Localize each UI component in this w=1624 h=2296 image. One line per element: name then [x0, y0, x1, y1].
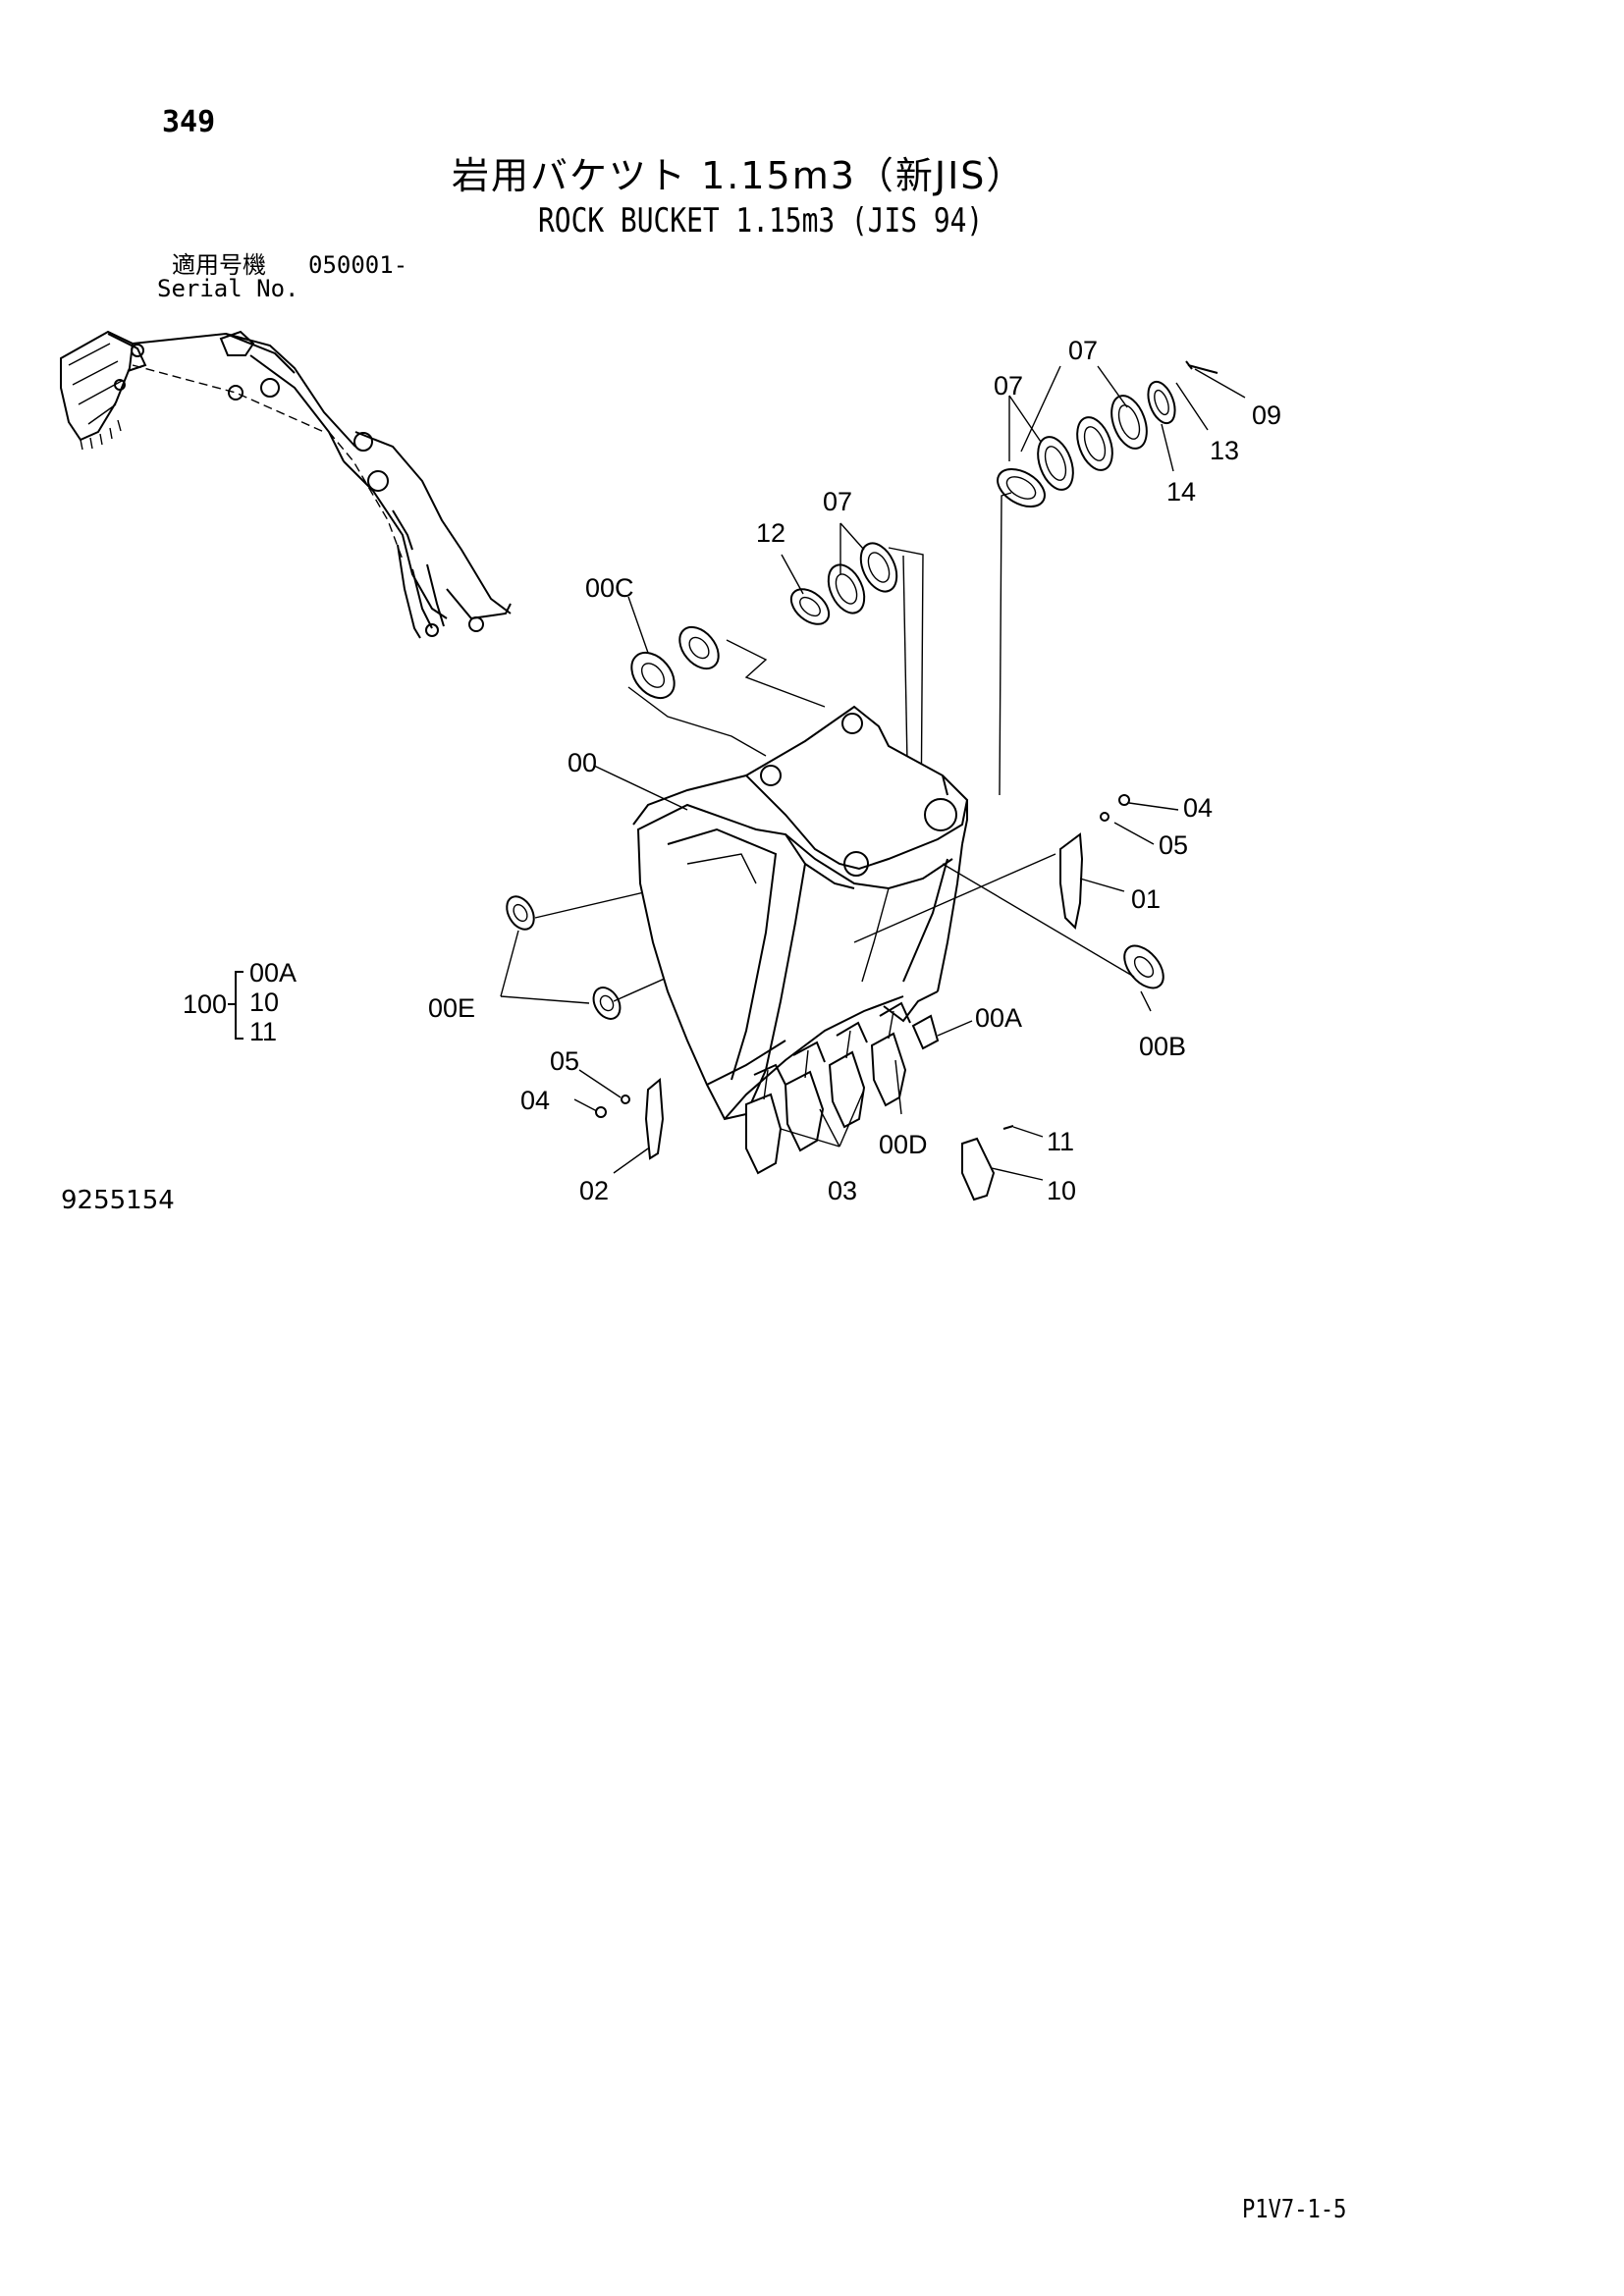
page-code: P1V7-1-5 — [1242, 2195, 1347, 2224]
callout-label: 02 — [579, 1176, 609, 1205]
callout-label: 00E — [428, 993, 475, 1023]
bracket-item: 11 — [249, 1017, 277, 1046]
callout-label: 04 — [1183, 793, 1213, 823]
callout-label: 07 — [994, 371, 1023, 400]
callout-label: 14 — [1166, 477, 1196, 507]
callout-label: 01 — [1131, 884, 1161, 914]
callout-label: 09 — [1252, 400, 1281, 430]
title-english: ROCK BUCKET 1.15m3 (JIS 94) — [538, 201, 984, 240]
drawing-number: 9255154 — [61, 1186, 175, 1215]
title-japanese: 岩用バケツト 1.15m3（新JIS） — [452, 154, 1026, 197]
callout-label: 11 — [1047, 1127, 1074, 1156]
serial-number: 050001- — [308, 251, 408, 279]
side-cutters — [506, 794, 1164, 1201]
shim-and-pin-parts — [630, 360, 1218, 700]
bracket-item: 00A — [249, 958, 297, 988]
bracket-parent-label: 100 — [183, 989, 227, 1019]
callout-label: 05 — [1159, 830, 1188, 860]
bucket-body — [632, 705, 969, 1121]
callout-label: 00C — [585, 573, 634, 603]
bucket-teeth — [745, 1001, 911, 1175]
callout-label: 00A — [975, 1003, 1022, 1033]
callout-label: 00D — [879, 1130, 928, 1159]
callout-labels: 07 07 09 13 14 07 12 00C 00 04 05 01 00E… — [428, 336, 1281, 1205]
callout-label: 12 — [756, 518, 785, 548]
callout-label: 13 — [1210, 436, 1239, 465]
serial-label-english: Serial No. — [157, 275, 299, 302]
front-attachment-illustration — [60, 330, 512, 639]
callout-label: 03 — [828, 1176, 857, 1205]
callout-label: 04 — [520, 1086, 550, 1115]
callout-label: 00 — [568, 748, 597, 777]
bracket-group: 100 00A 10 11 — [183, 958, 297, 1046]
callout-label: 10 — [1047, 1176, 1076, 1205]
callout-label: 00B — [1139, 1032, 1186, 1061]
serial-label-japanese: 適用号機 — [172, 251, 266, 279]
leader-lines — [500, 365, 1246, 1181]
bracket-item: 10 — [249, 988, 279, 1017]
callout-label: 07 — [823, 487, 852, 516]
callout-label: 07 — [1068, 336, 1098, 365]
page-number: 349 — [162, 105, 216, 139]
callout-label: 05 — [550, 1046, 579, 1076]
